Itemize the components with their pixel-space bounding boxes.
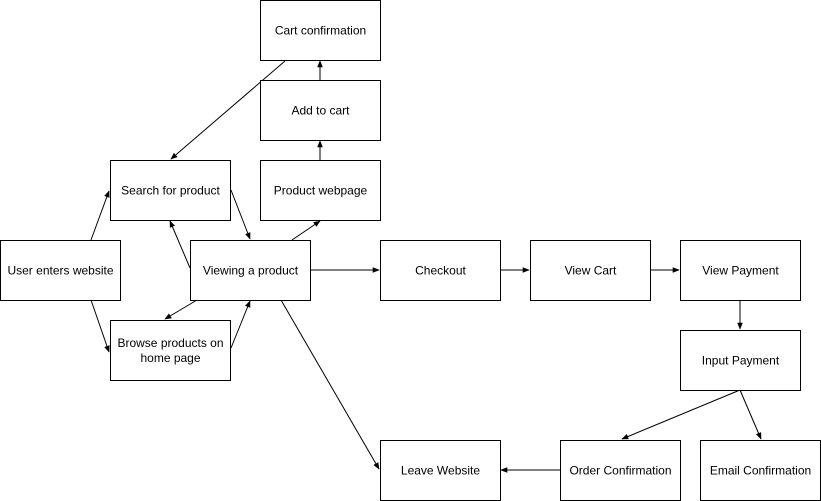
node-product-webpage[interactable]: Product webpage xyxy=(260,160,381,221)
node-email-confirmation[interactable]: Email Confirmation xyxy=(700,440,821,501)
node-search-for-product[interactable]: Search for product xyxy=(110,160,231,221)
node-checkout[interactable]: Checkout xyxy=(380,240,501,301)
node-label: Search for product xyxy=(121,184,220,198)
node-label: Add to cart xyxy=(291,104,350,118)
edge-viewing-to-browse xyxy=(164,299,198,320)
node-leave-website[interactable]: Leave Website xyxy=(380,440,501,501)
edge-cartconfirm-to-search xyxy=(170,60,286,160)
node-label: User enters website xyxy=(7,264,113,278)
node-label-line-1: Browse products on xyxy=(117,336,223,350)
node-add-to-cart[interactable]: Add to cart xyxy=(260,80,381,141)
edge-inputpayment-to-emailconfirm xyxy=(739,389,762,440)
node-cart-confirmation[interactable]: Cart confirmation xyxy=(260,0,381,61)
node-label: Product webpage xyxy=(274,184,368,198)
edge-viewing-to-leave xyxy=(280,299,380,470)
edge-viewing-to-search xyxy=(169,220,191,269)
node-label: View Cart xyxy=(565,264,617,278)
node-label-line-2: home page xyxy=(140,351,200,365)
edge-inputpayment-to-orderconfirm xyxy=(621,389,741,440)
node-label: Viewing a product xyxy=(203,264,299,278)
node-order-confirmation[interactable]: Order Confirmation xyxy=(560,440,681,501)
node-label: View Payment xyxy=(702,264,779,278)
node-label: Input Payment xyxy=(702,354,780,368)
edge-browse-to-viewing xyxy=(230,300,251,349)
node-view-payment[interactable]: View Payment xyxy=(680,240,801,301)
node-label: Order Confirmation xyxy=(569,464,671,478)
node-label: Leave Website xyxy=(401,464,480,478)
edge-user-to-browse xyxy=(90,299,110,353)
node-viewing-a-product[interactable]: Viewing a product xyxy=(190,240,311,301)
edges-layer xyxy=(90,60,762,473)
edge-search-to-viewing xyxy=(230,189,251,240)
node-input-payment[interactable]: Input Payment xyxy=(680,330,801,391)
node-label: Cart confirmation xyxy=(275,24,366,38)
edge-viewing-to-webpage xyxy=(291,220,321,241)
node-browse-products[interactable]: Browse products on home page xyxy=(110,320,231,381)
node-label: Checkout xyxy=(415,264,466,278)
node-user-enters-website[interactable]: User enters website xyxy=(0,240,121,301)
node-view-cart[interactable]: View Cart xyxy=(530,240,651,301)
edge-user-to-search xyxy=(90,190,110,241)
node-label: Email Confirmation xyxy=(710,464,811,478)
